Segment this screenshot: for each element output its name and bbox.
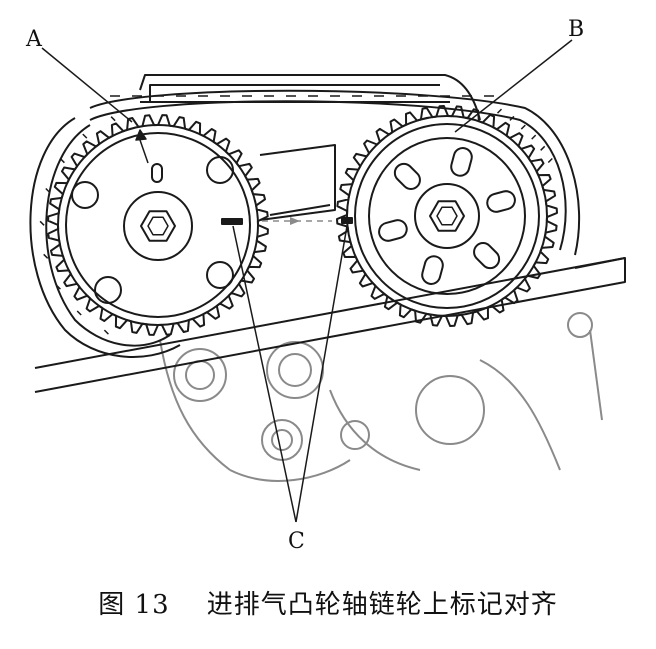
- figure-caption: 图 13 进排气凸轮轴链轮上标记对齐: [0, 584, 656, 621]
- spoke-slot: [393, 162, 421, 190]
- label-c: C: [288, 529, 305, 554]
- label-b: B: [568, 17, 584, 42]
- locating-slot: [151, 163, 163, 183]
- timing-mark-dash: [341, 217, 353, 224]
- hex-bolt: [140, 210, 176, 242]
- spoke-slot: [378, 219, 408, 242]
- arrow-mark: [135, 129, 149, 164]
- label-a: A: [25, 27, 43, 52]
- caption-text: 进排气凸轮轴链轮上标记对齐: [206, 590, 558, 620]
- engine-block: [159, 312, 603, 482]
- sprocket-hole: [206, 156, 234, 184]
- spoke-slot: [486, 190, 516, 213]
- timing-mark-dash: [221, 218, 243, 225]
- cylinder-head: [34, 144, 626, 393]
- spoke-slot: [421, 255, 444, 285]
- spoke-slot: [473, 242, 501, 270]
- hex-bolt: [429, 200, 465, 232]
- sprocket-spokes: [378, 147, 516, 285]
- sprocket-hole: [71, 181, 99, 209]
- figure-number: 图 13: [98, 590, 170, 620]
- sprocket-hole: [206, 261, 234, 289]
- leader-lines: [41, 39, 573, 523]
- intake-sprocket: [47, 114, 269, 336]
- sprocket-hole: [94, 276, 122, 304]
- timing-chain: [29, 89, 581, 358]
- spoke-slot: [450, 147, 473, 177]
- timing-diagram: A B C: [25, 17, 626, 554]
- exhaust-sprocket: [336, 105, 558, 327]
